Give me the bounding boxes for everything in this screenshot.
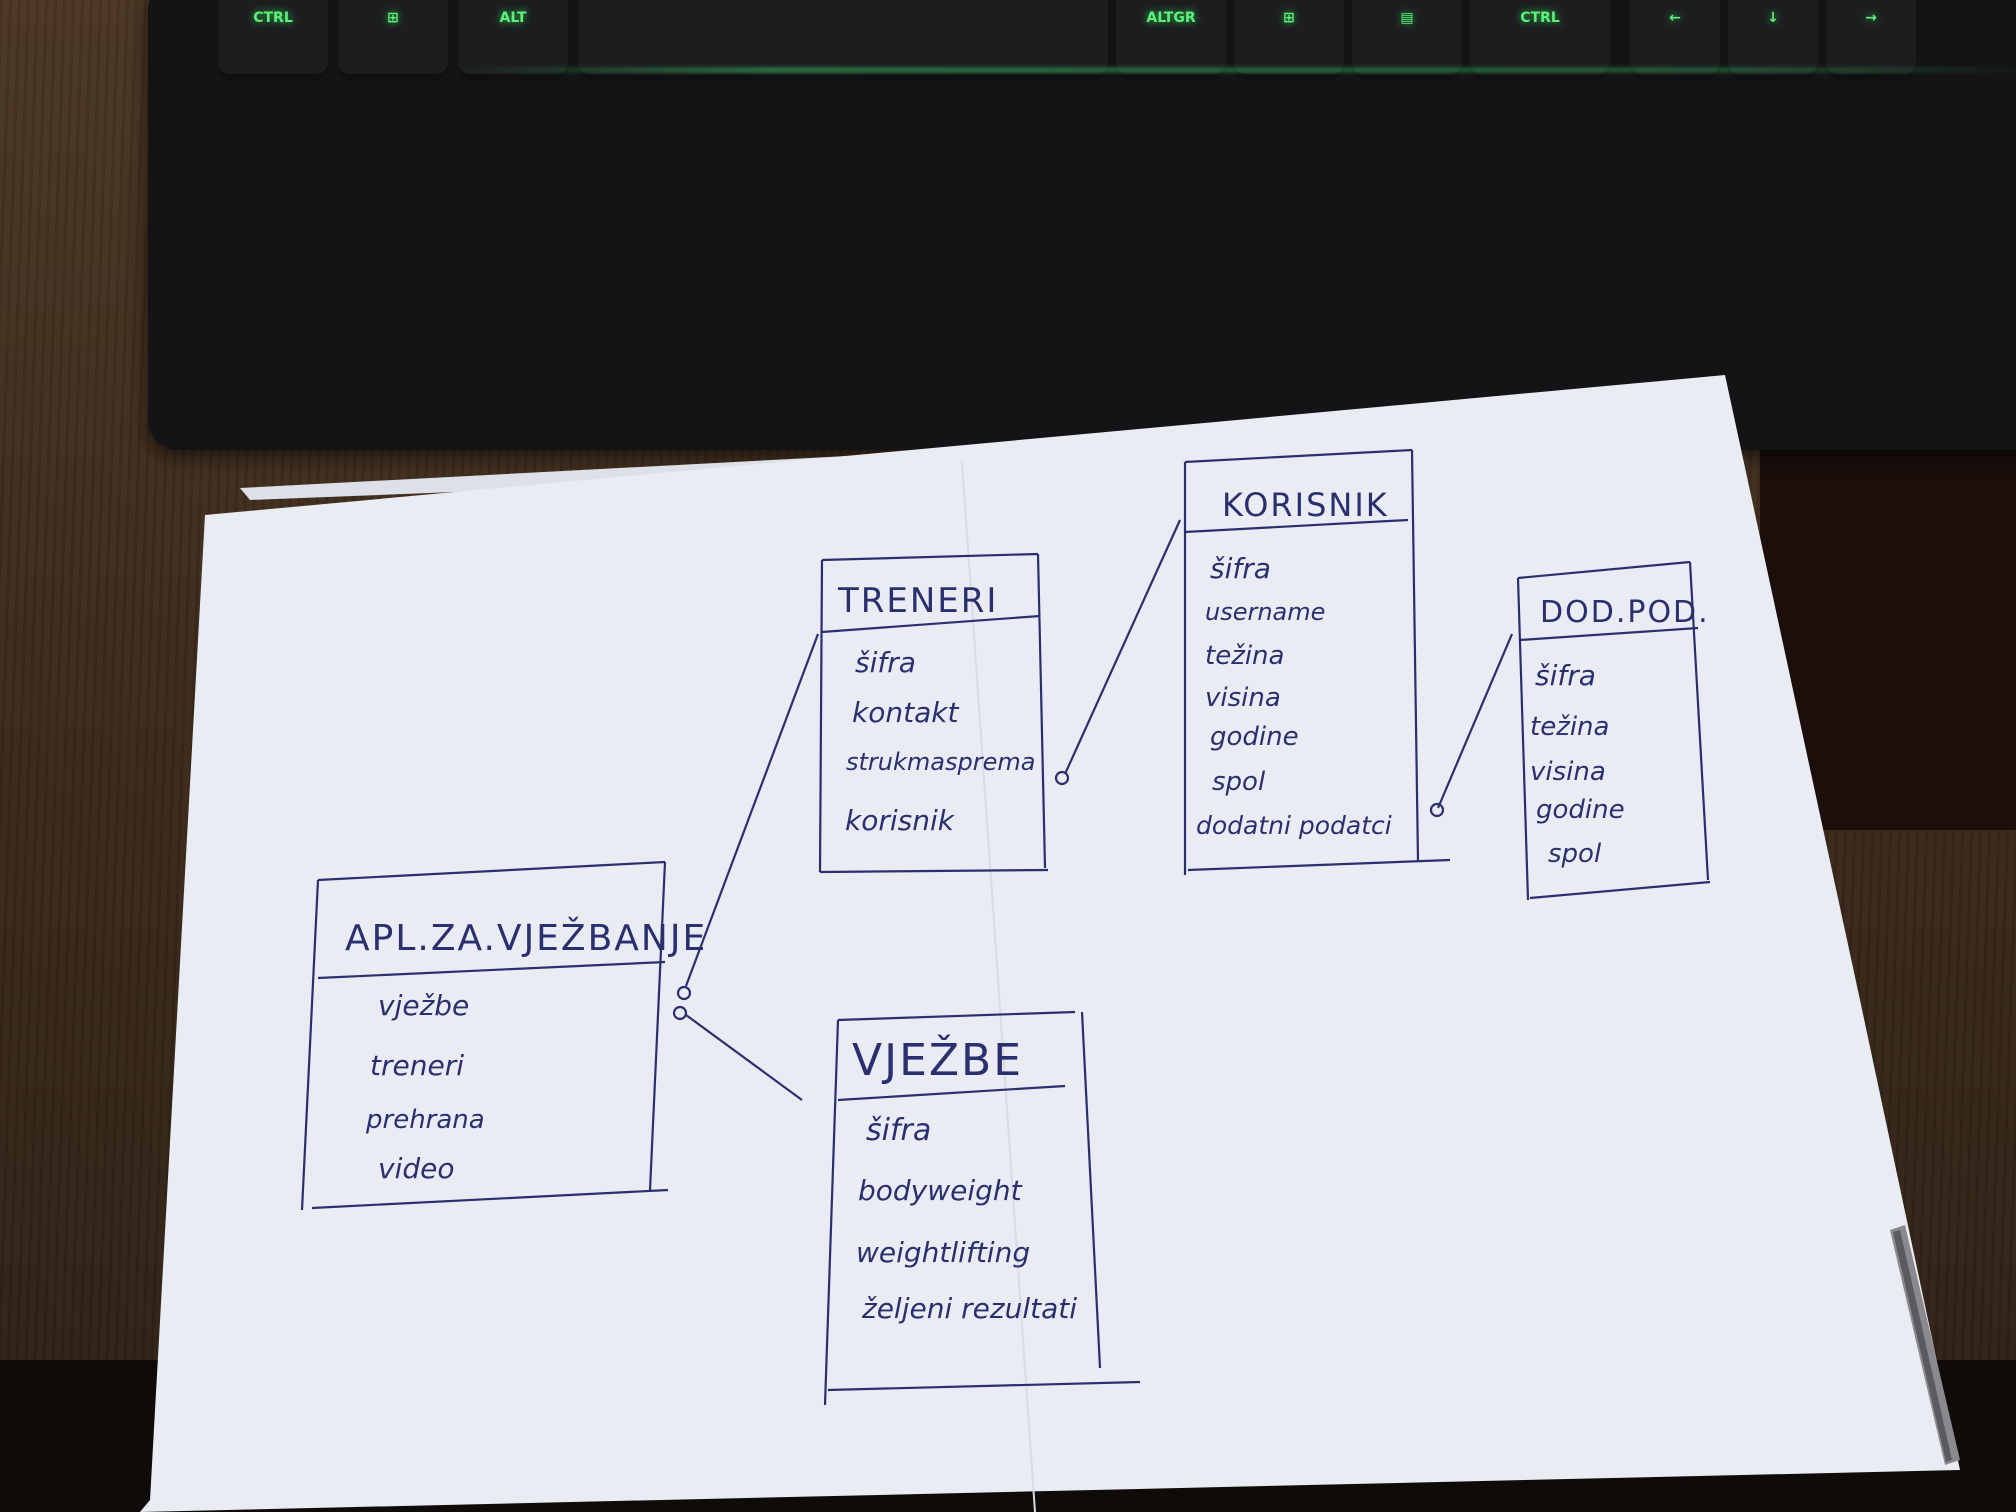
entity-vjezbe	[823, 1010, 1141, 1406]
attribute: bodyweight	[858, 1174, 1023, 1207]
key-arrow-left[interactable]: ←	[1630, 0, 1720, 80]
key-ctrl-right[interactable]: CTRL	[1470, 0, 1610, 80]
key-label: ▤	[1400, 10, 1414, 26]
relation-end-circle	[672, 1005, 688, 1021]
key-label: CTRL	[1520, 10, 1560, 26]
attribute: šifra	[1535, 659, 1596, 692]
attribute: treneri	[370, 1049, 464, 1082]
key-arrow-down[interactable]: ↓	[1728, 0, 1818, 80]
attribute: spol	[1548, 839, 1602, 869]
attribute: šifra	[1210, 552, 1271, 585]
relation-end-circle	[1054, 770, 1070, 786]
key-arrow-right[interactable]: →	[1826, 0, 1916, 80]
key-menu[interactable]: ▤	[1352, 0, 1462, 80]
relation-end-circle	[676, 985, 692, 1001]
attribute: weightlifting	[856, 1236, 1030, 1269]
attribute: visina	[1530, 757, 1606, 787]
entity-title: KORISNIK	[1222, 486, 1389, 524]
key-ctrl-left[interactable]: CTRL	[218, 0, 328, 80]
pen	[1890, 1225, 1960, 1465]
entity-apl	[300, 860, 669, 1211]
entity-korisnik	[1183, 448, 1451, 875]
attribute: težina	[1530, 712, 1609, 742]
attribute: godine	[1536, 795, 1625, 825]
attribute: šifra	[866, 1113, 931, 1148]
relation-end-circle	[1429, 802, 1445, 818]
relation-line-korisnik-dodpod	[1436, 633, 1514, 809]
keyboard-glow	[448, 68, 2016, 72]
relation-line-apl-treneri	[684, 633, 820, 987]
attribute: vježbe	[378, 989, 469, 1022]
relation-line-treneri-korisnik	[1063, 519, 1182, 775]
key-label: ↓	[1767, 10, 1779, 26]
key-label: ALTGR	[1146, 10, 1196, 26]
entity-dodpod	[1516, 560, 1711, 901]
key-label: →	[1865, 10, 1877, 26]
attribute: dodatni podatci	[1196, 811, 1392, 840]
key-space[interactable]	[578, 0, 1108, 80]
key-label: ALT	[499, 10, 527, 26]
attribute: prehrana	[365, 1105, 485, 1135]
attribute: kontakt	[852, 696, 959, 729]
key-label: ⊞	[1283, 10, 1295, 26]
entity-title: VJEŽBE	[852, 1033, 1023, 1086]
entity-title: TRENERI	[837, 581, 998, 621]
key-alt[interactable]: ALT	[458, 0, 568, 80]
attribute: šifra	[855, 646, 916, 679]
attribute: username	[1205, 598, 1325, 626]
attribute: težina	[1205, 641, 1284, 671]
key-label: ←	[1669, 10, 1681, 26]
entity-title: DOD.POD.	[1540, 595, 1710, 630]
attribute: željeni rezultati	[861, 1292, 1077, 1325]
key-altgr[interactable]: ALTGR	[1116, 0, 1226, 80]
key-label: ⊞	[387, 10, 399, 26]
attribute: spol	[1212, 767, 1266, 797]
entity-title: APL.ZA.VJEŽBANJE	[345, 917, 707, 959]
attribute: visina	[1205, 683, 1281, 713]
attribute: video	[378, 1152, 454, 1185]
attribute: godine	[1210, 722, 1299, 752]
key-windows-left[interactable]: ⊞	[338, 0, 448, 80]
entity-treneri	[818, 552, 1049, 874]
keyboard: CTRL ⊞ ALT ALTGR ⊞ ▤ CTRL ← ↓ →	[148, 0, 2016, 450]
attribute: korisnik	[845, 804, 956, 837]
paper-sheet	[140, 375, 1960, 1512]
key-windows-right[interactable]: ⊞	[1234, 0, 1344, 80]
attribute: strukmasprema	[846, 748, 1035, 776]
paper-fold	[961, 461, 1036, 1512]
relation-line-apl-vjezbe	[685, 1014, 803, 1101]
key-label: CTRL	[253, 10, 293, 26]
